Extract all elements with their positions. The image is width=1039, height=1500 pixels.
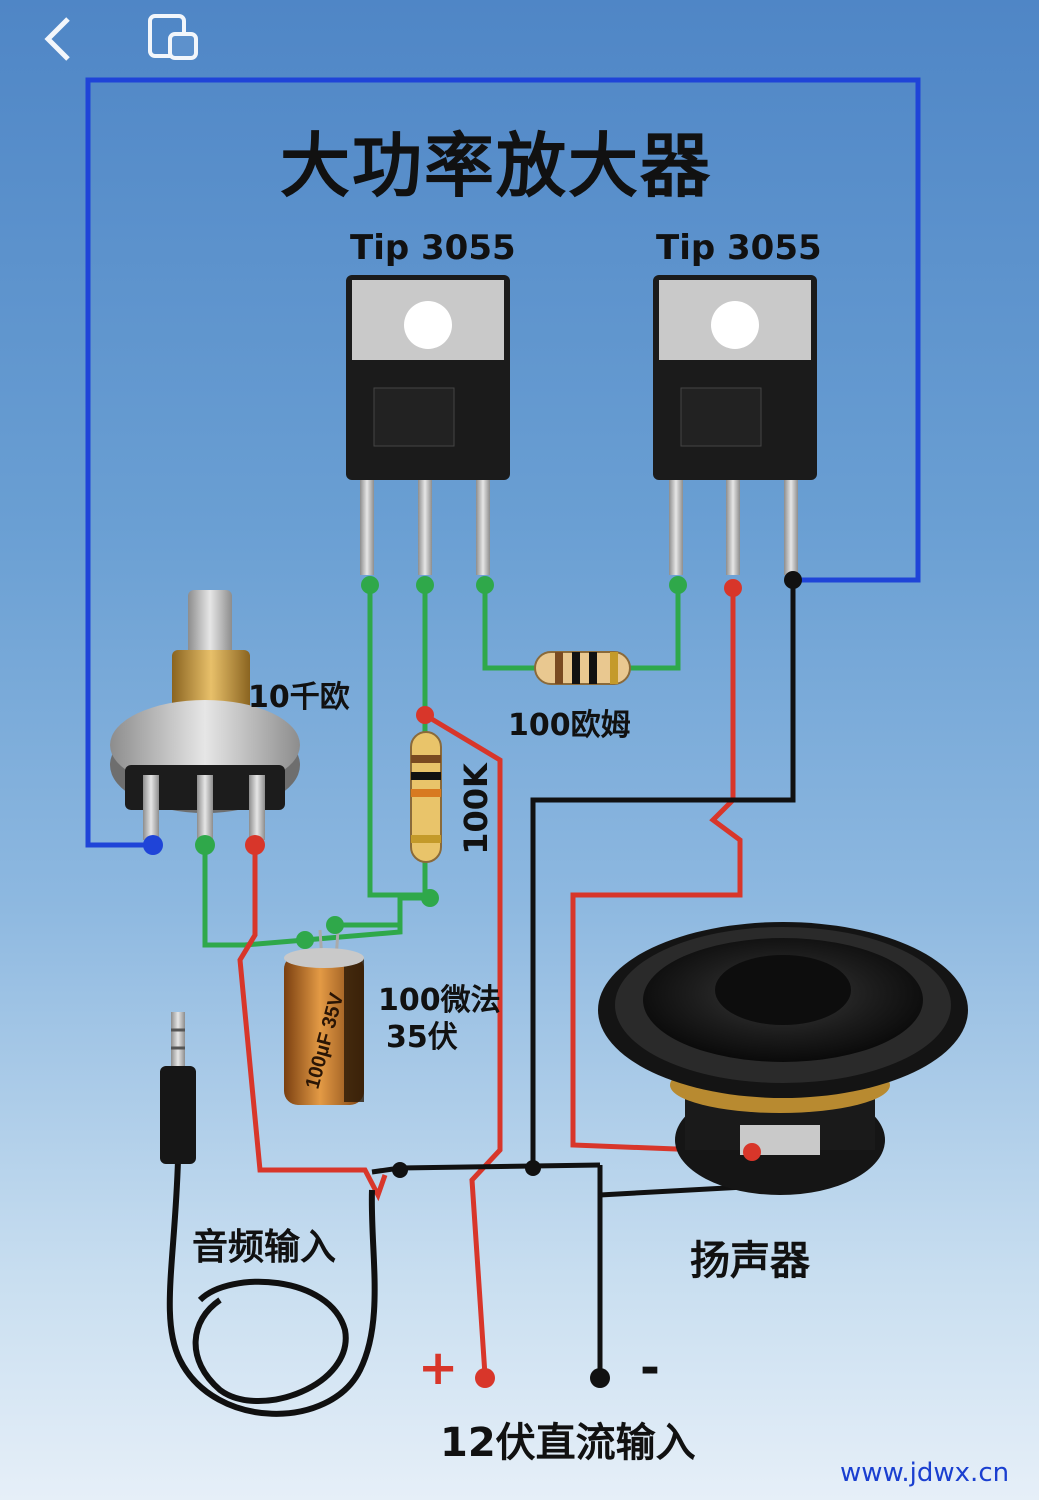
- junction-dots: [143, 571, 802, 1388]
- audio-cable: [166, 1159, 378, 1417]
- audio-jack-icon: [160, 1012, 196, 1164]
- transistor-left-label: Tip 3055: [350, 228, 516, 268]
- resistor-100k-icon: [410, 731, 442, 863]
- speaker-label: 扬声器: [690, 1238, 810, 1284]
- power-input-label: 12伏直流输入: [440, 1420, 696, 1466]
- transistor-right-icon: [653, 275, 817, 575]
- speaker-icon: [598, 922, 968, 1195]
- capacitor-icon: [284, 929, 364, 1105]
- capacitor-value-label: 100微法: [378, 983, 501, 1018]
- minus-sign: -: [640, 1340, 660, 1396]
- page-title: 大功率放大器: [280, 125, 712, 207]
- plus-sign: +: [418, 1340, 459, 1396]
- watermark: www.jdwx.cn: [840, 1458, 1010, 1488]
- back-chevron-icon[interactable]: [38, 14, 78, 68]
- resistor-feedback-label: 100K: [456, 763, 495, 855]
- capacitor-voltage-label: 35伏: [386, 1020, 458, 1055]
- audio-input-label: 音频输入: [192, 1227, 337, 1268]
- wire-blue: [85, 77, 921, 848]
- potentiometer-icon: [110, 590, 300, 840]
- potentiometer-label: 10千欧: [248, 680, 350, 715]
- wire-red: [237, 588, 753, 1376]
- resistor-100-ohm-icon: [534, 651, 631, 685]
- resistor-base-label: 100欧姆: [508, 708, 631, 743]
- transistor-right-label: Tip 3055: [656, 228, 822, 268]
- window-switch-icon[interactable]: [146, 12, 202, 66]
- transistor-left-icon: [346, 275, 510, 575]
